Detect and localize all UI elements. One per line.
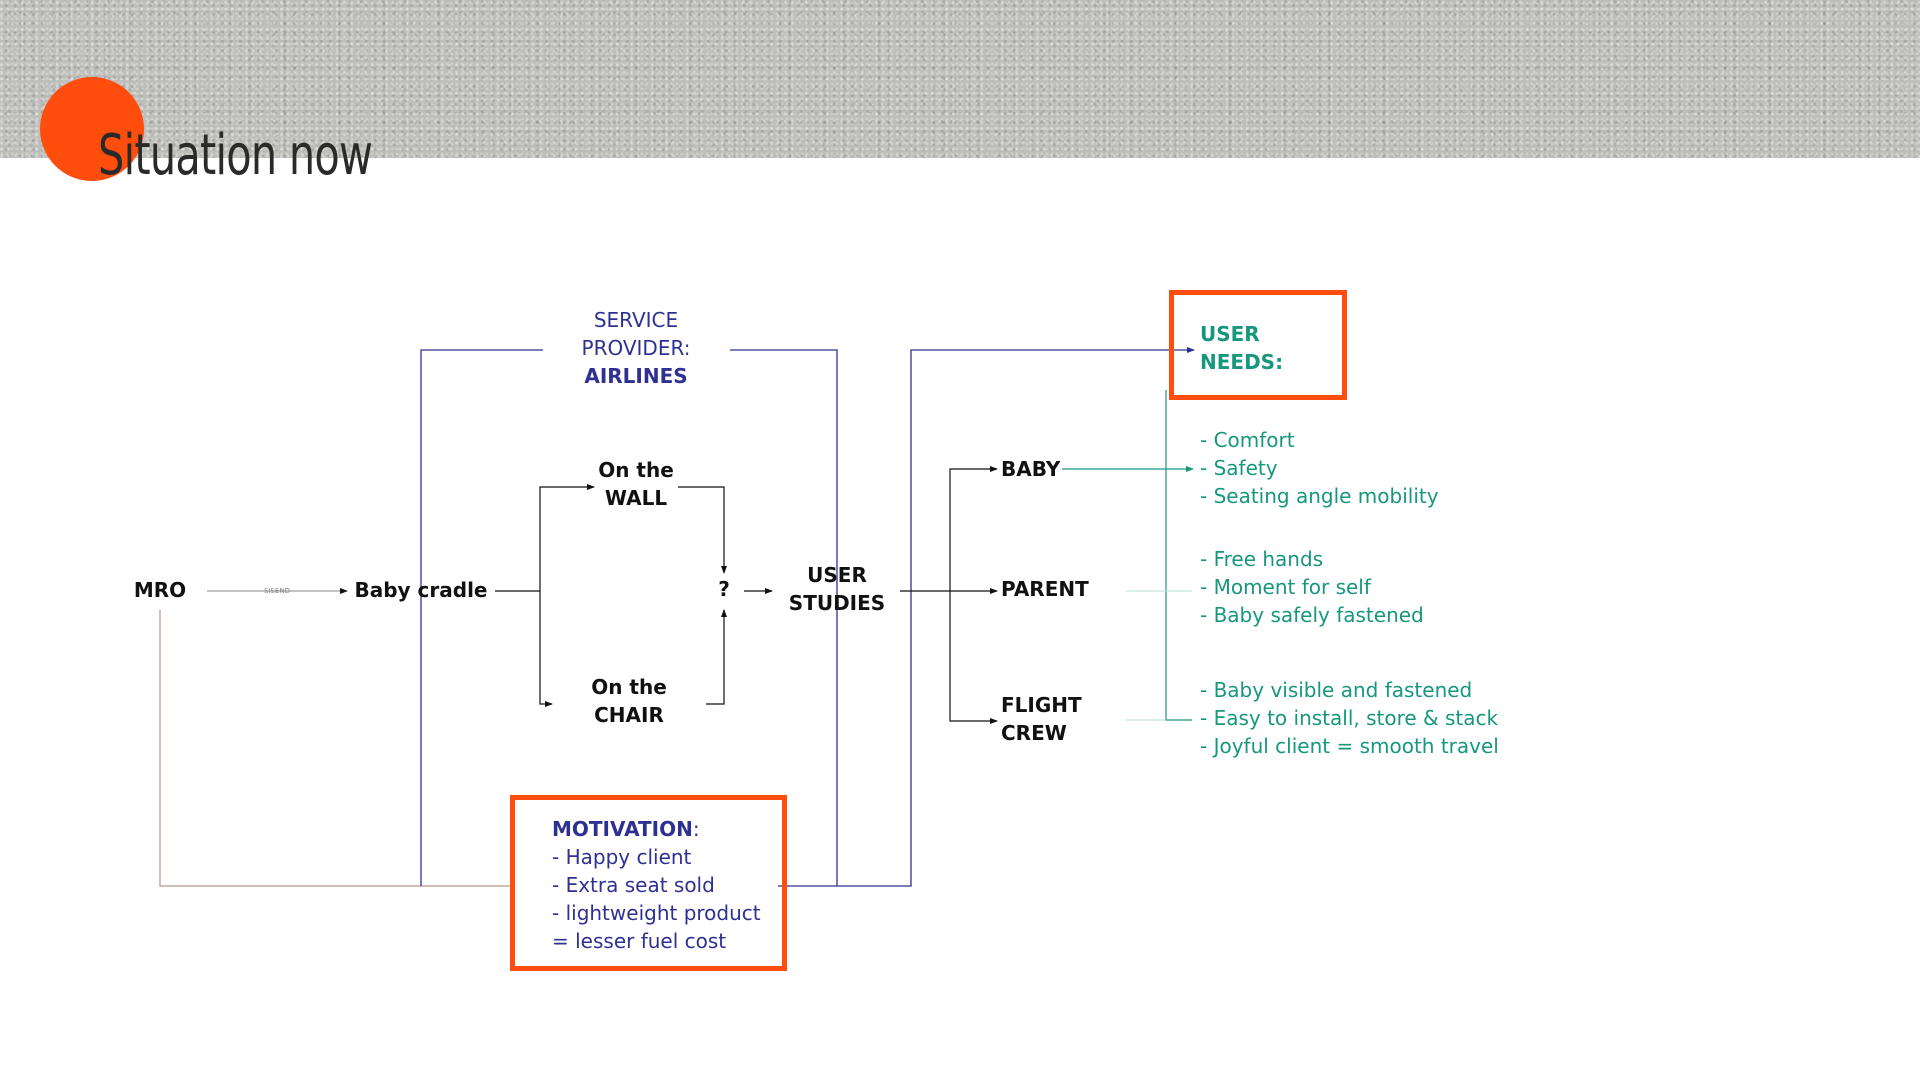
node-parent: PARENT xyxy=(1001,577,1089,601)
line-userstudies-baby xyxy=(949,466,998,591)
motivation-box xyxy=(510,795,787,971)
node-user-studies-line1: USER xyxy=(807,563,867,587)
line-service-left xyxy=(420,349,543,886)
line-motivation-userneeds xyxy=(778,347,1195,887)
node-flight-crew-line2: CREW xyxy=(1001,721,1067,745)
line-userstudies-crew xyxy=(949,591,998,724)
user-needs-title-line2: NEEDS: xyxy=(1200,350,1284,374)
motivation-title-row: MOTIVATION: xyxy=(552,815,700,843)
node-service-provider-line1: SERVICE xyxy=(593,308,679,332)
node-wall-line1: On the xyxy=(598,458,674,482)
line-branch-wall xyxy=(539,484,595,591)
node-user-studies-line2: STUDIES xyxy=(788,591,886,615)
line-wall-question xyxy=(678,486,727,574)
baby-need-item: - Safety xyxy=(1200,456,1278,480)
baby-need-item: - Comfort xyxy=(1200,428,1295,452)
node-chair-line2: CHAIR xyxy=(594,703,664,727)
motivation-item: - Happy client xyxy=(552,845,692,869)
line-service-right xyxy=(730,349,838,886)
user-needs-title-line1: USER xyxy=(1200,322,1260,346)
node-baby: BABY xyxy=(1001,457,1061,481)
line-chair-question xyxy=(706,609,727,705)
node-flight-crew-line1: FLIGHT xyxy=(1001,693,1082,717)
crew-need-item: - Joyful client = smooth travel xyxy=(1200,734,1499,758)
line-branch-chair xyxy=(539,591,553,707)
page-title: Situation now xyxy=(98,123,373,188)
line-needs-vertical xyxy=(1165,390,1192,721)
connector-label: SISEND xyxy=(264,587,291,595)
motivation-title: MOTIVATION xyxy=(552,817,693,841)
parent-need-item: - Moment for self xyxy=(1200,575,1371,599)
accent-circle xyxy=(40,77,144,181)
line-mro-motivation xyxy=(159,610,510,887)
baby-need-item: - Seating angle mobility xyxy=(1200,484,1439,508)
node-baby-cradle: Baby cradle xyxy=(354,578,488,602)
motivation-item: - lightweight product xyxy=(552,901,761,925)
node-service-provider-line2: PROVIDER: xyxy=(581,336,691,360)
parent-need-item: - Free hands xyxy=(1200,547,1324,571)
motivation-colon: : xyxy=(692,817,700,841)
motivation-item: - Extra seat sold xyxy=(552,873,715,897)
parent-need-item: - Baby safely fastened xyxy=(1200,603,1424,627)
node-wall-line2: WALL xyxy=(604,486,668,510)
node-question: ? xyxy=(718,577,730,601)
header-banner xyxy=(0,0,1920,158)
crew-need-item: - Baby visible and fastened xyxy=(1200,678,1473,702)
motivation-item: = lesser fuel cost xyxy=(552,929,727,953)
node-chair-line1: On the xyxy=(591,675,667,699)
node-airlines: AIRLINES xyxy=(584,364,688,388)
node-mro: MRO xyxy=(133,578,187,602)
crew-need-item: - Easy to install, store & stack xyxy=(1200,706,1499,730)
user-needs-box xyxy=(1169,290,1347,400)
